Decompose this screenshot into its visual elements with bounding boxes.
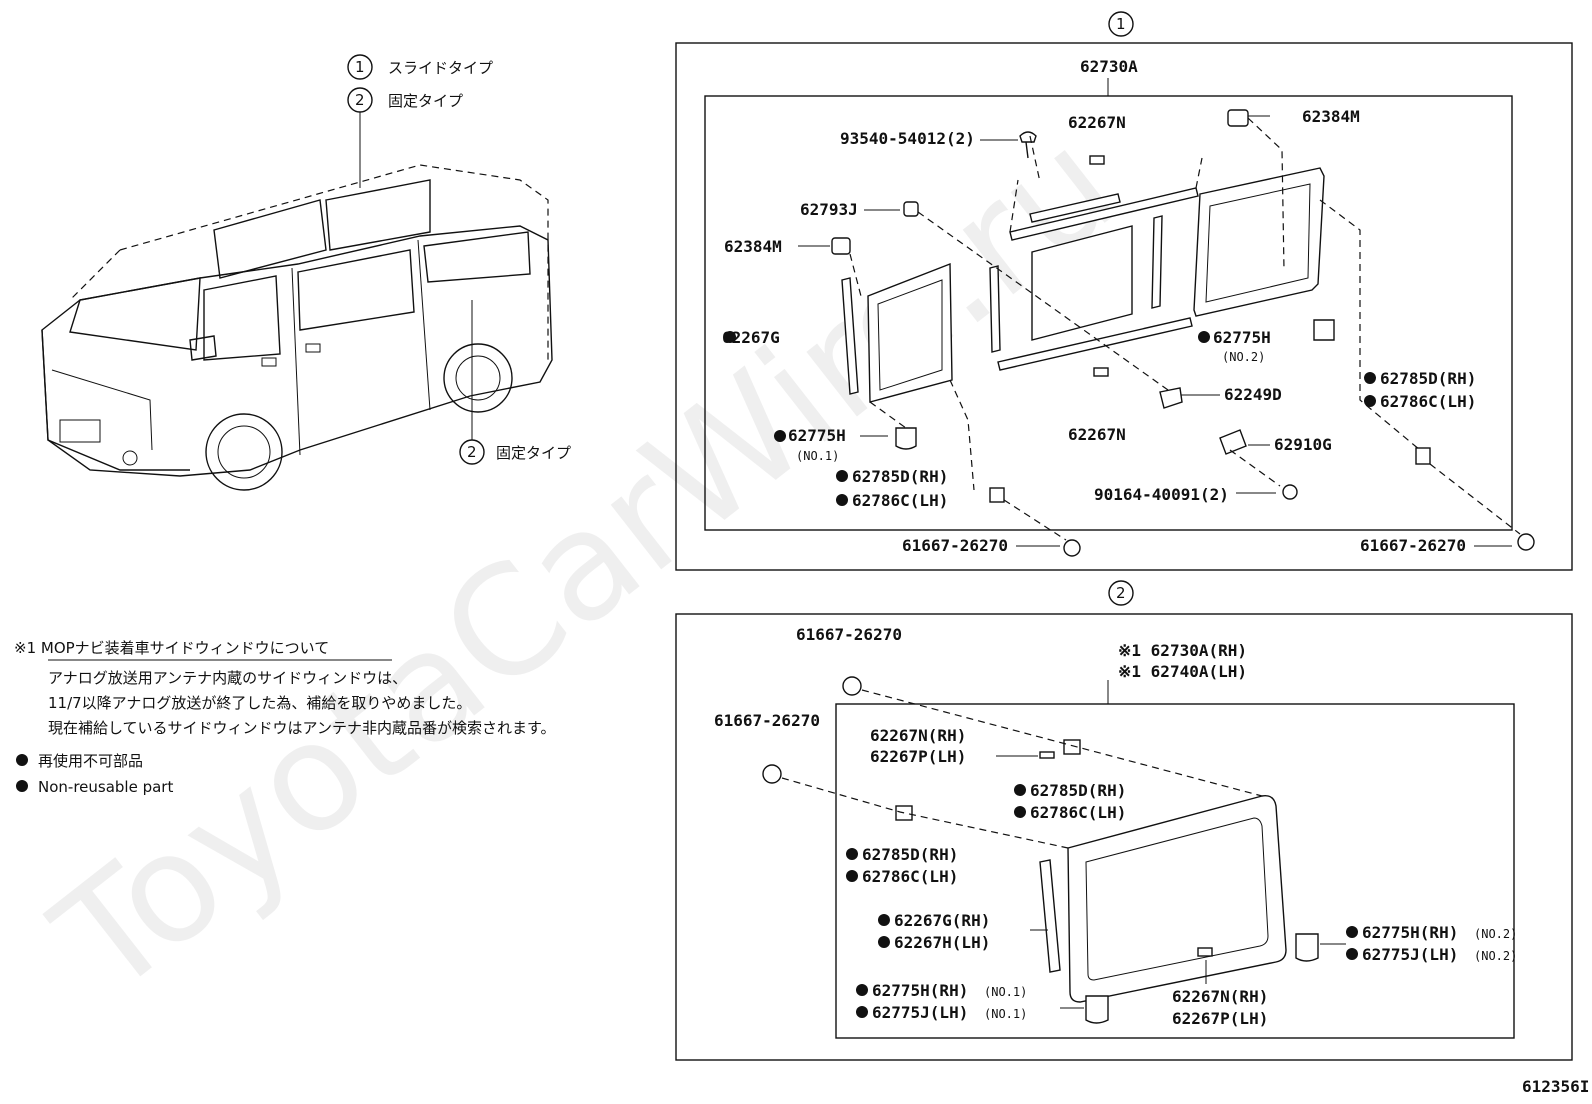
label-62775H-RH-right-no: (NO.2) — [1474, 927, 1517, 941]
label-61667-26270-a: 61667-26270 — [796, 625, 902, 644]
label-62267N-bottom: 62267N — [1068, 425, 1126, 444]
panel-2-number-circle — [1108, 580, 1134, 606]
panel-1-number-circle — [1108, 11, 1134, 37]
label-62267P-LH-a: 62267P(LH) — [870, 747, 966, 766]
label-62786C-left: 62786C(LH) — [852, 491, 948, 510]
legend-dot-icon — [16, 754, 28, 766]
callout-text-slide: スライドタイプ — [388, 59, 493, 77]
panel-1-frame — [675, 42, 1573, 571]
label-62267H-LH: 62267H(LH) — [894, 933, 990, 952]
callout-num-1: 1 — [355, 58, 365, 76]
label-62775H-RH-left-no: (NO.1) — [984, 985, 1027, 999]
label-62740A-LH: ※1 62740A(LH) — [1118, 662, 1247, 681]
notes-block: ※1 MOPナビ装着車サイドウィンドウについて アナログ放送用アンテナ内蔵のサイ… — [14, 639, 555, 796]
van-illustration: 1 スライドタイプ 2 固定タイプ 2 固定タイプ — [41, 54, 571, 491]
label-62730A-RH: ※1 62730A(RH) — [1118, 641, 1247, 660]
panel-2-parts — [762, 676, 1346, 1024]
label-62786C-LH-a: 62786C(LH) — [1030, 803, 1126, 822]
label-62267N-top: 62267N — [1068, 113, 1126, 132]
label-90164-40091: 90164-40091(2) — [1094, 485, 1229, 504]
callout-text-fixed-2: 固定タイプ — [496, 444, 571, 462]
watermark: ToyotaCarWire.ru — [24, 97, 1148, 1028]
legend-en: Non-reusable part — [38, 778, 173, 796]
legend-dot-icon — [16, 780, 28, 792]
label-62249D: 62249D — [1224, 385, 1282, 404]
label-62384M-left: 62384M — [724, 237, 782, 256]
label-62775J-LH-right-no: (NO.2) — [1474, 949, 1517, 963]
notes-heading: ※1 MOPナビ装着車サイドウィンドウについて — [14, 639, 329, 657]
non-reusable-markers — [724, 331, 1376, 506]
label-62785D-RH-b: 62785D(RH) — [862, 845, 958, 864]
label-62775J-LH-left-no: (NO.1) — [984, 1007, 1027, 1021]
label-62775J-LH-left: 62775J(LH) — [872, 1003, 968, 1022]
label-62775H-left: 62775H — [788, 426, 846, 445]
label-62785D-left: 62785D(RH) — [852, 467, 948, 486]
label-62785D-right: 62785D(RH) — [1380, 369, 1476, 388]
label-61667-26270-right: 61667-26270 — [1360, 536, 1466, 555]
callout-num-3: 2 — [467, 443, 477, 461]
non-reusable-markers-2 — [846, 784, 1358, 1018]
label-62786C-right: 62786C(LH) — [1380, 392, 1476, 411]
callout-circle-1 — [347, 54, 373, 80]
label-62267N-RH-a: 62267N(RH) — [870, 726, 966, 745]
panel-1-parts — [831, 109, 1535, 557]
label-62910G: 62910G — [1274, 435, 1332, 454]
notes-line-1: アナログ放送用アンテナ内蔵のサイドウィンドウは、 — [48, 669, 407, 687]
callout-text-fixed: 固定タイプ — [388, 92, 463, 110]
panel-2-inner-frame — [835, 703, 1515, 1039]
panel-2-frame — [675, 613, 1573, 1061]
label-62775H-RH-right: 62775H(RH) — [1362, 923, 1458, 942]
label-62267G-RH: 62267G(RH) — [894, 911, 990, 930]
label-93540-54012: 93540-54012(2) — [840, 129, 975, 148]
legend-jp: 再使用不可部品 — [38, 752, 143, 770]
label-62785D-RH-a: 62785D(RH) — [1030, 781, 1126, 800]
label-62775H-right: 62775H — [1213, 328, 1271, 347]
label-62267G: 62267G — [722, 328, 780, 347]
panel-1-number: 1 — [1116, 15, 1126, 33]
label-62267N-RH-b: 62267N(RH) — [1172, 987, 1268, 1006]
label-61667-26270-left: 61667-26270 — [902, 536, 1008, 555]
label-62786C-LH-b: 62786C(LH) — [862, 867, 958, 886]
panel-2-number: 2 — [1116, 584, 1126, 602]
panel-1-slide-type: 1 62730A 93540-54012(2) 62267N 62384M 62… — [675, 11, 1573, 571]
label-61667-26270-b: 61667-26270 — [714, 711, 820, 730]
label-62793J: 62793J — [800, 200, 858, 219]
label-62775H-left-no: (NO.1) — [796, 449, 839, 463]
label-62775H-right-no: (NO.2) — [1222, 350, 1265, 364]
panel-1-title: 62730A — [1080, 57, 1138, 76]
label-62775J-LH-right: 62775J(LH) — [1362, 945, 1458, 964]
callout-num-2: 2 — [355, 91, 365, 109]
label-62384M-right: 62384M — [1302, 107, 1360, 126]
label-62267P-LH-b: 62267P(LH) — [1172, 1009, 1268, 1028]
notes-line-3: 現在補給しているサイドウィンドウはアンテナ非内蔵品番が検索されます。 — [48, 719, 555, 737]
panel-2-fixed-type: 2 61667-26270 61667-26270 ※1 62730A(RH) … — [675, 580, 1573, 1061]
figure-id: 612356I — [1522, 1077, 1589, 1096]
label-62775H-RH-left: 62775H(RH) — [872, 981, 968, 1000]
notes-line-2: 11/7以降アナログ放送が終了した為、補給を取りやめました。 — [48, 694, 471, 712]
